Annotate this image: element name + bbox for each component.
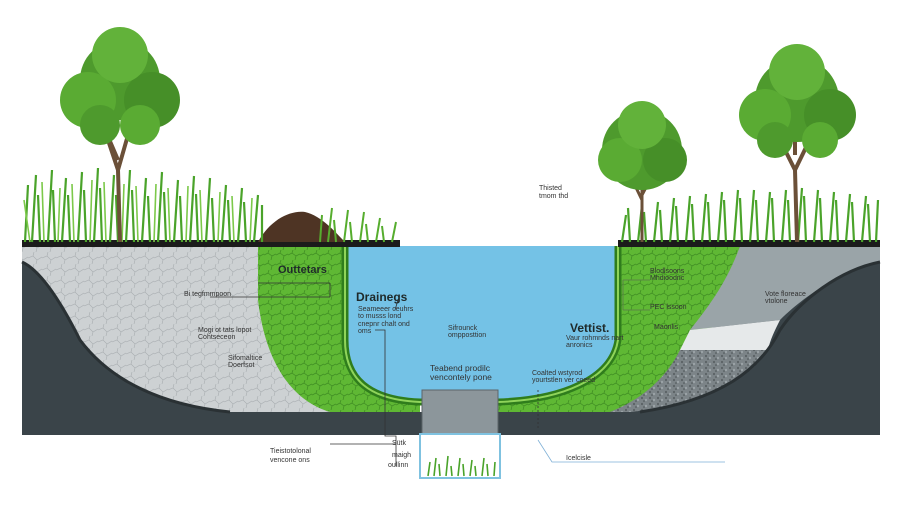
right-bedrock-outline — [639, 260, 881, 414]
grass-left — [23, 167, 264, 243]
bottom-mid-label-3: oullinn — [388, 462, 409, 469]
bottom-left-label-2: vencone ons — [270, 457, 310, 464]
left-layer-label-2: Mogi ot tats lopot Cohtseceon — [198, 327, 252, 342]
right-pebble-layer — [610, 350, 768, 412]
center-label-1: Sifrounck ompposttion — [448, 325, 487, 340]
grass-left-light — [23, 179, 253, 243]
bottom-right-label: Icelcisle — [566, 455, 591, 462]
right-gray-layer — [690, 246, 880, 330]
soil-mound — [258, 211, 345, 242]
grass-mound-right — [319, 207, 397, 243]
outlet-label: Outtetars — [278, 264, 327, 276]
tree-right-tall — [739, 44, 856, 243]
right-far-label: Vote floreace vtolone — [765, 291, 806, 306]
right-layer-label-2: PEC lssoon — [650, 304, 687, 311]
callout-lines — [210, 279, 725, 466]
center-label-2: Teabend prodilc vencontely pone — [430, 363, 492, 382]
vettist-sublabel: Vaur rohmnds nart anronics — [566, 335, 624, 350]
drain-shaft — [419, 433, 501, 479]
top-note-line-1: Thisted — [539, 185, 562, 192]
left-layer-label-1: Bi tegfmmpoon — [184, 291, 232, 298]
drain-pipe — [421, 389, 499, 437]
water-basin — [345, 246, 618, 402]
bottom-left-label-1: Tieistotolonal — [270, 448, 311, 455]
grass-right — [620, 187, 880, 243]
tree-right-small — [598, 101, 687, 242]
drainage-sublabel: Seameeer ceuhrs to musss lond cnepnr cha… — [358, 306, 414, 336]
right-layer-label-3: Maonlis — [654, 324, 679, 331]
drainage-label: Drainegs — [356, 290, 408, 304]
right-layer-label-1: Blodlsoons Mhdioodnc — [650, 268, 685, 283]
left-gravel-layer — [22, 246, 330, 412]
left-liner-band — [258, 246, 420, 412]
bottom-mid-label-2: maigh — [392, 452, 412, 459]
left-gravel-outline — [21, 260, 231, 414]
right-light-layer — [680, 320, 780, 350]
bottom-mid-label-1: Sütk — [392, 440, 407, 447]
ground-surface-right — [618, 240, 880, 247]
ground-surface-left — [22, 240, 400, 247]
shaft-grass — [427, 455, 496, 477]
coated-label: Coalted wstyrod yourtstlen ver coeed — [532, 370, 596, 385]
tree-left — [60, 27, 180, 243]
vettist-label: Vettist. — [570, 321, 610, 335]
top-note-line-2: tmom thd — [539, 193, 569, 200]
left-layer-label-3: Sifomaltice Doerfsot — [228, 355, 263, 370]
